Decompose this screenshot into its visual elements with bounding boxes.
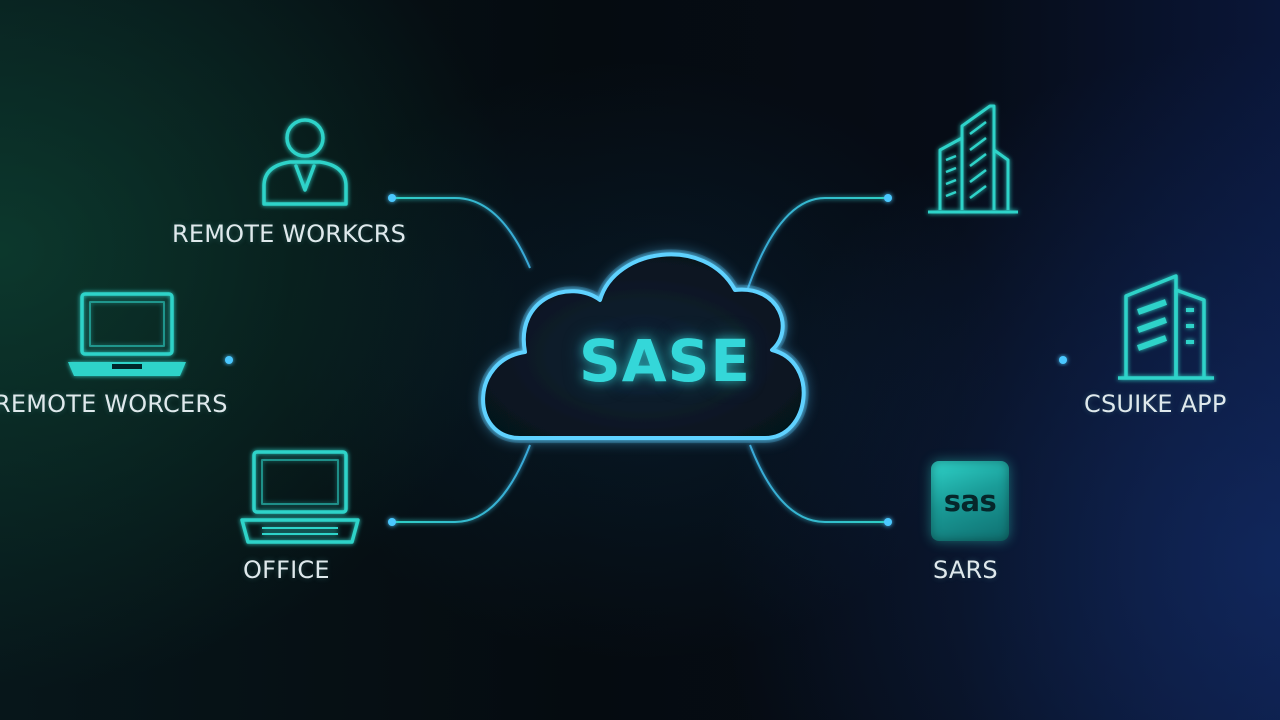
connector-office xyxy=(388,444,531,526)
cloud-app-label: CSUIKE APP xyxy=(1084,390,1227,418)
office-laptop-icon xyxy=(240,450,360,544)
connector-remote-workers-top xyxy=(388,194,531,269)
connector-building-top xyxy=(747,194,892,289)
person-icon xyxy=(262,118,348,206)
saas-tile-icon: sas xyxy=(931,461,1009,541)
office-building-icon xyxy=(1118,274,1214,380)
remote-workers-top-label: REMOTE WORKCRS xyxy=(172,220,407,248)
center-title: SASE xyxy=(578,327,752,395)
connector-remote-workers-mid xyxy=(225,356,488,364)
laptop-icon xyxy=(68,292,186,376)
building-icon xyxy=(928,104,1018,214)
saas-label: SARS xyxy=(933,556,998,584)
sase-cloud-icon xyxy=(478,249,809,443)
remote-workers-mid-label: REMOTE WORCERS xyxy=(0,390,228,418)
office-label: OFFICE xyxy=(243,556,330,584)
saas-tile-text: sas xyxy=(943,484,997,518)
connector-saas xyxy=(749,444,892,526)
connector-cloud-app xyxy=(805,356,1067,364)
